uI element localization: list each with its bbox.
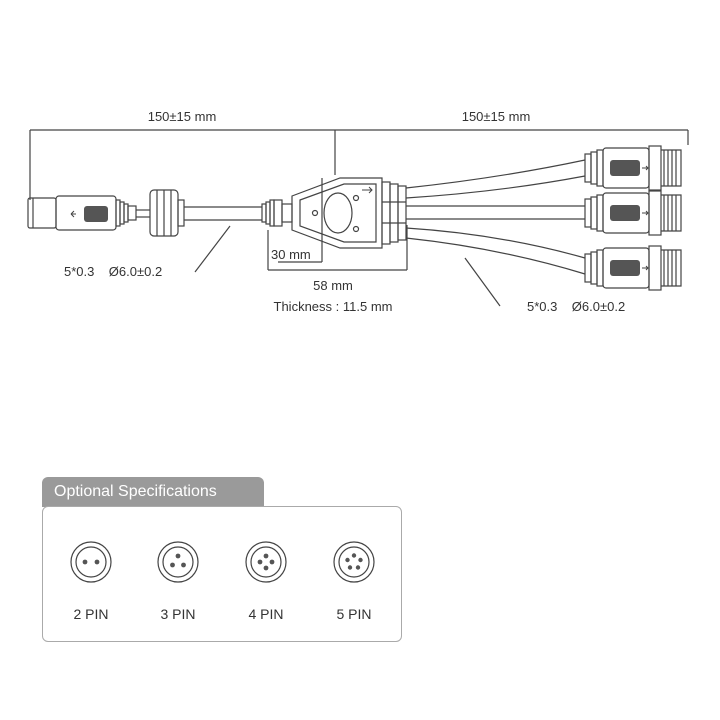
optional-specs-panel <box>42 506 402 642</box>
pin-option-2: 2 PIN <box>61 540 121 622</box>
pin-label: 5 PIN <box>336 606 372 622</box>
pin-label: 2 PIN <box>73 606 109 622</box>
dimension-lines <box>29 129 689 271</box>
pin-5-icon <box>333 541 375 583</box>
splitter-inner-label: 30 mm <box>271 247 311 262</box>
coupling-nut <box>149 189 185 237</box>
left-arrow-icon <box>70 210 76 218</box>
pin-option-5: 5 PIN <box>324 540 384 622</box>
left-cable-spec: 5*0.3 Ø6.0±0.2 <box>64 264 162 279</box>
pin-label: 4 PIN <box>248 606 284 622</box>
right-length-label: 150±15 mm <box>462 109 531 124</box>
cable-diagram: 150±15 mm 150±15 mm 5*0.3 Ø6.0±0.2 30 mm… <box>27 109 689 314</box>
right-connector-middle <box>584 190 682 236</box>
pin-2-icon <box>70 541 112 583</box>
grip-icon-top <box>610 160 640 176</box>
optional-specs-title: Optional Specifications <box>42 477 264 507</box>
right-connector-bottom <box>584 245 682 291</box>
thickness-label: Thickness : 11.5 mm <box>274 299 393 314</box>
splitter-body <box>261 177 407 249</box>
left-grip-icon <box>84 206 108 222</box>
right-connector-top <box>584 145 682 191</box>
left-male-connector <box>27 195 150 231</box>
arrow-icon-bottom <box>642 265 649 271</box>
left-leader <box>194 225 231 273</box>
left-cable <box>184 206 262 221</box>
grip-icon-bottom <box>610 260 640 276</box>
right-cable-spec: 5*0.3 Ø6.0±0.2 <box>527 299 625 314</box>
left-length-label: 150±15 mm <box>148 109 217 124</box>
pin-option-3: 3 PIN <box>148 540 208 622</box>
pin-option-4: 4 PIN <box>236 540 296 622</box>
pin-label: 3 PIN <box>160 606 196 622</box>
arrow-icon-top <box>642 165 649 171</box>
grip-icon-middle <box>610 205 640 221</box>
pin-3-icon <box>157 541 199 583</box>
splitter-width-label: 58 mm <box>313 278 353 293</box>
right-leader <box>464 257 501 307</box>
arrow-icon-middle <box>642 210 649 216</box>
right-cables <box>405 159 586 275</box>
pin-4-icon <box>245 541 287 583</box>
